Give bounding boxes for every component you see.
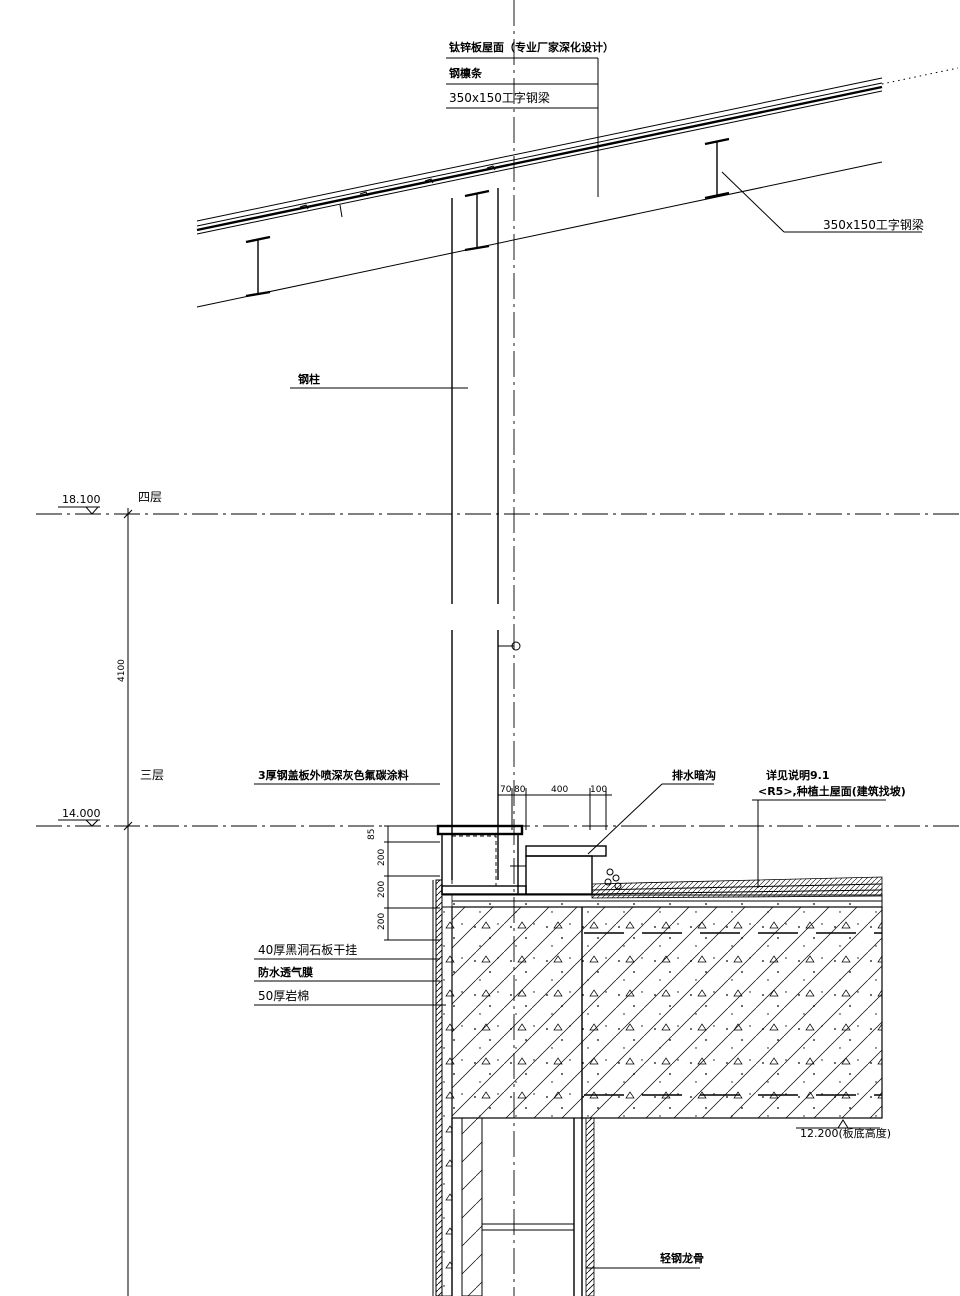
dim-400: 400 bbox=[551, 785, 568, 795]
rockwool-label: 50厚岩棉 bbox=[258, 988, 309, 1003]
keel-label: 轻钢龙骨 bbox=[660, 1251, 704, 1265]
elevation-12200: 12.200(板底高度) bbox=[800, 1126, 891, 1140]
i-beam-left bbox=[245, 235, 271, 298]
paint-note-label: 3厚钢盖板外喷深灰色氟碳涂料 bbox=[258, 768, 409, 782]
purlin-label: 钢檩条 bbox=[449, 66, 483, 80]
parapet-dimensions: 70 80 400 100 85 200 200 200 bbox=[367, 785, 612, 941]
beam-top-label: 350x150工字钢梁 bbox=[449, 90, 550, 105]
floor-4-label: 四层 bbox=[138, 490, 162, 504]
i-beam-mid bbox=[464, 189, 490, 252]
floor-3-label: 三层 bbox=[140, 768, 164, 782]
membrane-label: 防水透气膜 bbox=[258, 965, 313, 979]
steel-column bbox=[451, 188, 521, 880]
roof-buildup bbox=[441, 876, 883, 908]
dim-200c: 200 bbox=[377, 913, 387, 930]
dim-100: 100 bbox=[590, 785, 607, 795]
roof-panel-label: 钛锌板屋面（专业厂家深化设计） bbox=[449, 40, 614, 54]
roof-type-label: <R5>,种植土屋面(建筑找坡) bbox=[758, 784, 906, 798]
see-note-label: 详见说明9.1 bbox=[766, 768, 830, 782]
beam-right-label: 350x150工字钢梁 bbox=[823, 217, 924, 232]
elevation-18100: 18.100 bbox=[62, 493, 101, 506]
dim-200a: 200 bbox=[377, 849, 387, 866]
elevation-markers: 18.100 四层 14.000 三层 4100 bbox=[58, 490, 164, 1296]
concrete-slab: 12.200(板底高度) bbox=[451, 906, 891, 1140]
gutter-label: 排水暗沟 bbox=[672, 768, 716, 782]
facade-labels: 40厚黑洞石板干挂 防水透气膜 50厚岩棉 轻钢龙骨 bbox=[254, 943, 704, 1269]
facade-cladding bbox=[432, 879, 595, 1296]
storey-height-dim: 4100 bbox=[117, 659, 127, 682]
dim-70: 70 bbox=[500, 785, 512, 795]
dim-80: 80 bbox=[514, 785, 526, 795]
dim-200b: 200 bbox=[377, 881, 387, 898]
column-label: 钢柱 bbox=[298, 372, 320, 386]
roof-labels: 钛锌板屋面（专业厂家深化设计） 钢檩条 350x150工字钢梁 350x150工… bbox=[290, 40, 924, 389]
dim-85: 85 bbox=[367, 829, 377, 840]
i-beam-right bbox=[704, 137, 730, 200]
sloped-roof bbox=[196, 67, 959, 308]
elevation-14000: 14.000 bbox=[62, 807, 101, 820]
stone-label: 40厚黑洞石板干挂 bbox=[258, 943, 357, 957]
detail-labels: 3厚钢盖板外喷深灰色氟碳涂料 排水暗沟 详见说明9.1 <R5>,种植土屋面(建… bbox=[254, 768, 906, 888]
